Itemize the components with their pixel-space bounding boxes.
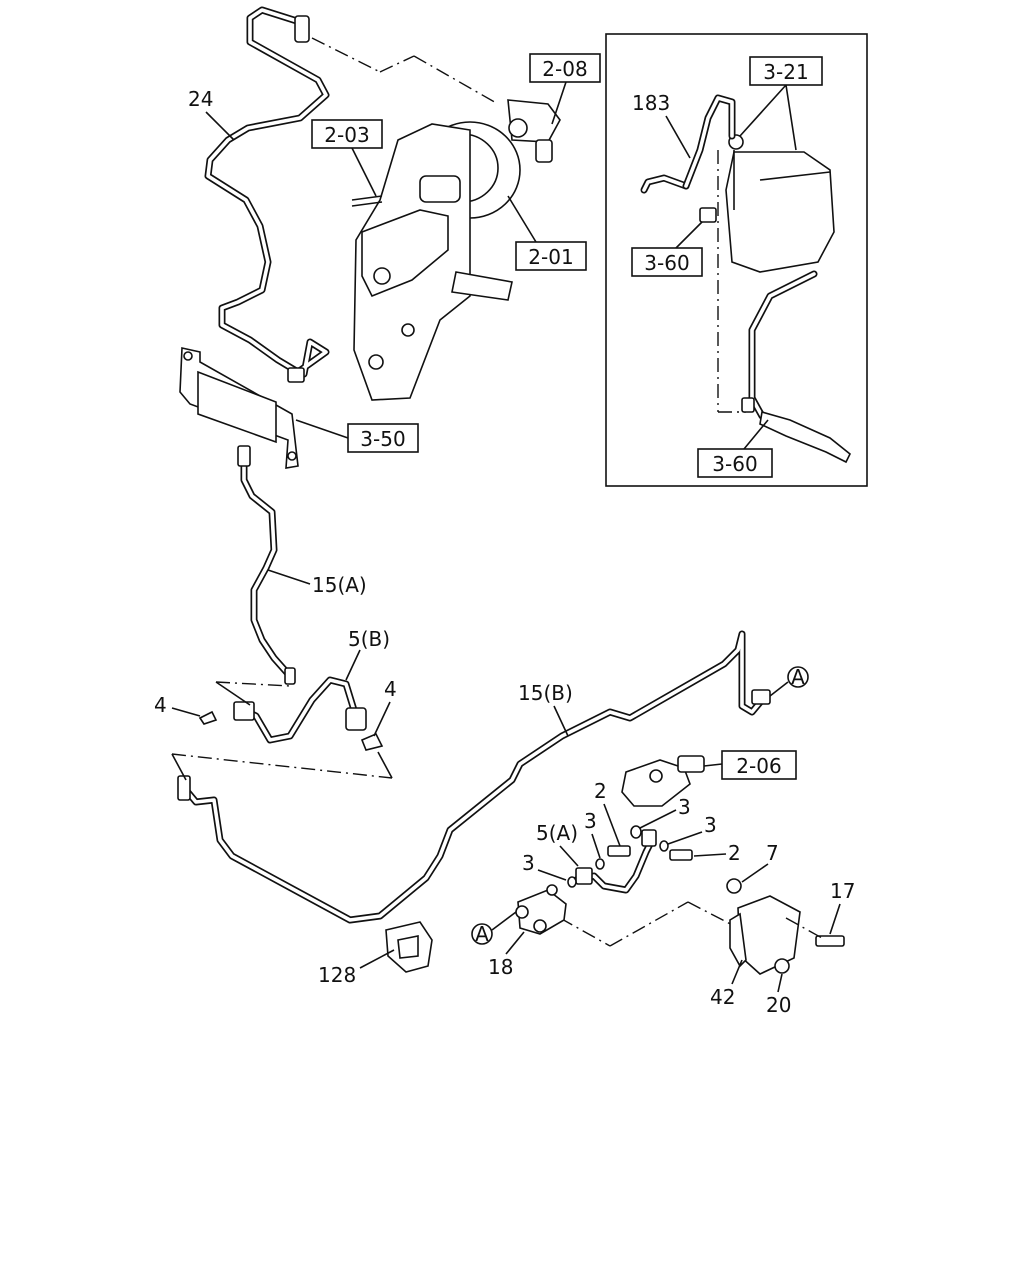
pedal-bracket-assembly: [351, 99, 561, 401]
callout-3-mid-text: 3: [584, 809, 597, 833]
callout-17-text: 17: [830, 879, 855, 903]
callout-4-right-text: 4: [384, 677, 397, 701]
callout-20-text: 20: [766, 993, 791, 1017]
callout-20: 20: [766, 973, 791, 1017]
callout-15b: 15(B): [518, 681, 573, 737]
callout-17: 17: [829, 879, 855, 935]
ref-box-2-03: 2-03: [311, 119, 383, 197]
ref-box-3-50: 3-50: [295, 419, 419, 453]
connector-mark-a-right-label: A: [791, 665, 805, 689]
callout-3-mid: 3: [584, 809, 601, 859]
callout-3-right-text: 3: [704, 813, 717, 837]
connector-mark-a-left-label: A: [475, 922, 489, 946]
callout-3-left: 3: [522, 851, 567, 881]
ref-2-08-text: 2-08: [542, 57, 587, 81]
ref-box-2-01: 2-01: [507, 195, 587, 271]
callout-5a-text: 5(A): [536, 821, 578, 845]
callout-2-right-text: 2: [728, 841, 741, 865]
ref-box-2-08: 2-08: [529, 53, 601, 125]
pipe-15b: [177, 630, 771, 924]
callout-5b-text: 5(B): [348, 627, 390, 651]
callout-4-left-text: 4: [154, 693, 167, 717]
connector-mark-a-left: A: [471, 911, 517, 946]
callout-24-text: 24: [188, 87, 213, 111]
bracket-128: [385, 921, 433, 973]
pipe-24: [204, 6, 330, 383]
callout-128: 128: [318, 949, 395, 987]
bracket-3-50: [179, 347, 299, 469]
ref-3-50-text: 3-50: [360, 427, 405, 451]
callout-3-upper-text: 3: [678, 795, 691, 819]
callout-2-upper-text: 2: [594, 779, 607, 803]
pipe-15a: [237, 445, 296, 685]
ref-2-03-text: 2-03: [324, 123, 369, 147]
callout-42: 42: [710, 959, 743, 1009]
callout-3-upper: 3: [639, 795, 691, 829]
callout-5b: 5(B): [345, 627, 390, 681]
callout-3-right: 3: [667, 813, 717, 845]
callout-4-left: 4: [154, 693, 201, 717]
callout-5a: 5(A): [536, 821, 579, 867]
callout-15a: 15(A): [267, 569, 367, 597]
callout-18: 18: [488, 931, 525, 979]
callout-42-text: 42: [710, 985, 735, 1009]
callout-4-right: 4: [373, 677, 397, 737]
ref-box-3-60-lower: 3-60: [697, 419, 773, 478]
guide-lines: [171, 37, 746, 947]
callout-7-text: 7: [766, 841, 779, 865]
ref-box-3-60-upper: 3-60: [631, 221, 703, 277]
hose-5b: [198, 676, 384, 751]
ref-3-21-text: 3-21: [763, 60, 808, 84]
hose-183: [640, 94, 852, 464]
callout-183-text: 183: [632, 91, 670, 115]
callout-128-text: 128: [318, 963, 356, 987]
callout-15b-text: 15(B): [518, 681, 573, 705]
ref-box-3-21: 3-21: [739, 56, 823, 151]
ref-box-2-06: 2-06: [703, 750, 797, 780]
callout-3-left-text: 3: [522, 851, 535, 875]
connector-mark-a-right: A: [769, 665, 809, 697]
callout-183: 183: [632, 91, 691, 159]
ref-2-01-text: 2-01: [528, 245, 573, 269]
slave-cylinder-group: [567, 755, 705, 894]
damper-42: [726, 878, 845, 975]
reservoir-3-21: [725, 134, 835, 273]
callout-2-upper: 2: [594, 779, 621, 847]
callout-7: 7: [741, 841, 779, 883]
ref-2-06-text: 2-06: [736, 754, 781, 778]
callout-15a-text: 15(A): [312, 573, 367, 597]
callout-2-right: 2: [693, 841, 741, 865]
callout-18-text: 18: [488, 955, 513, 979]
callout-24: 24: [188, 87, 235, 141]
ref-3-60-lower-text: 3-60: [712, 452, 757, 476]
bracket-18: [515, 884, 567, 935]
inset-frame: [605, 33, 868, 487]
ref-3-60-upper-text: 3-60: [644, 251, 689, 275]
